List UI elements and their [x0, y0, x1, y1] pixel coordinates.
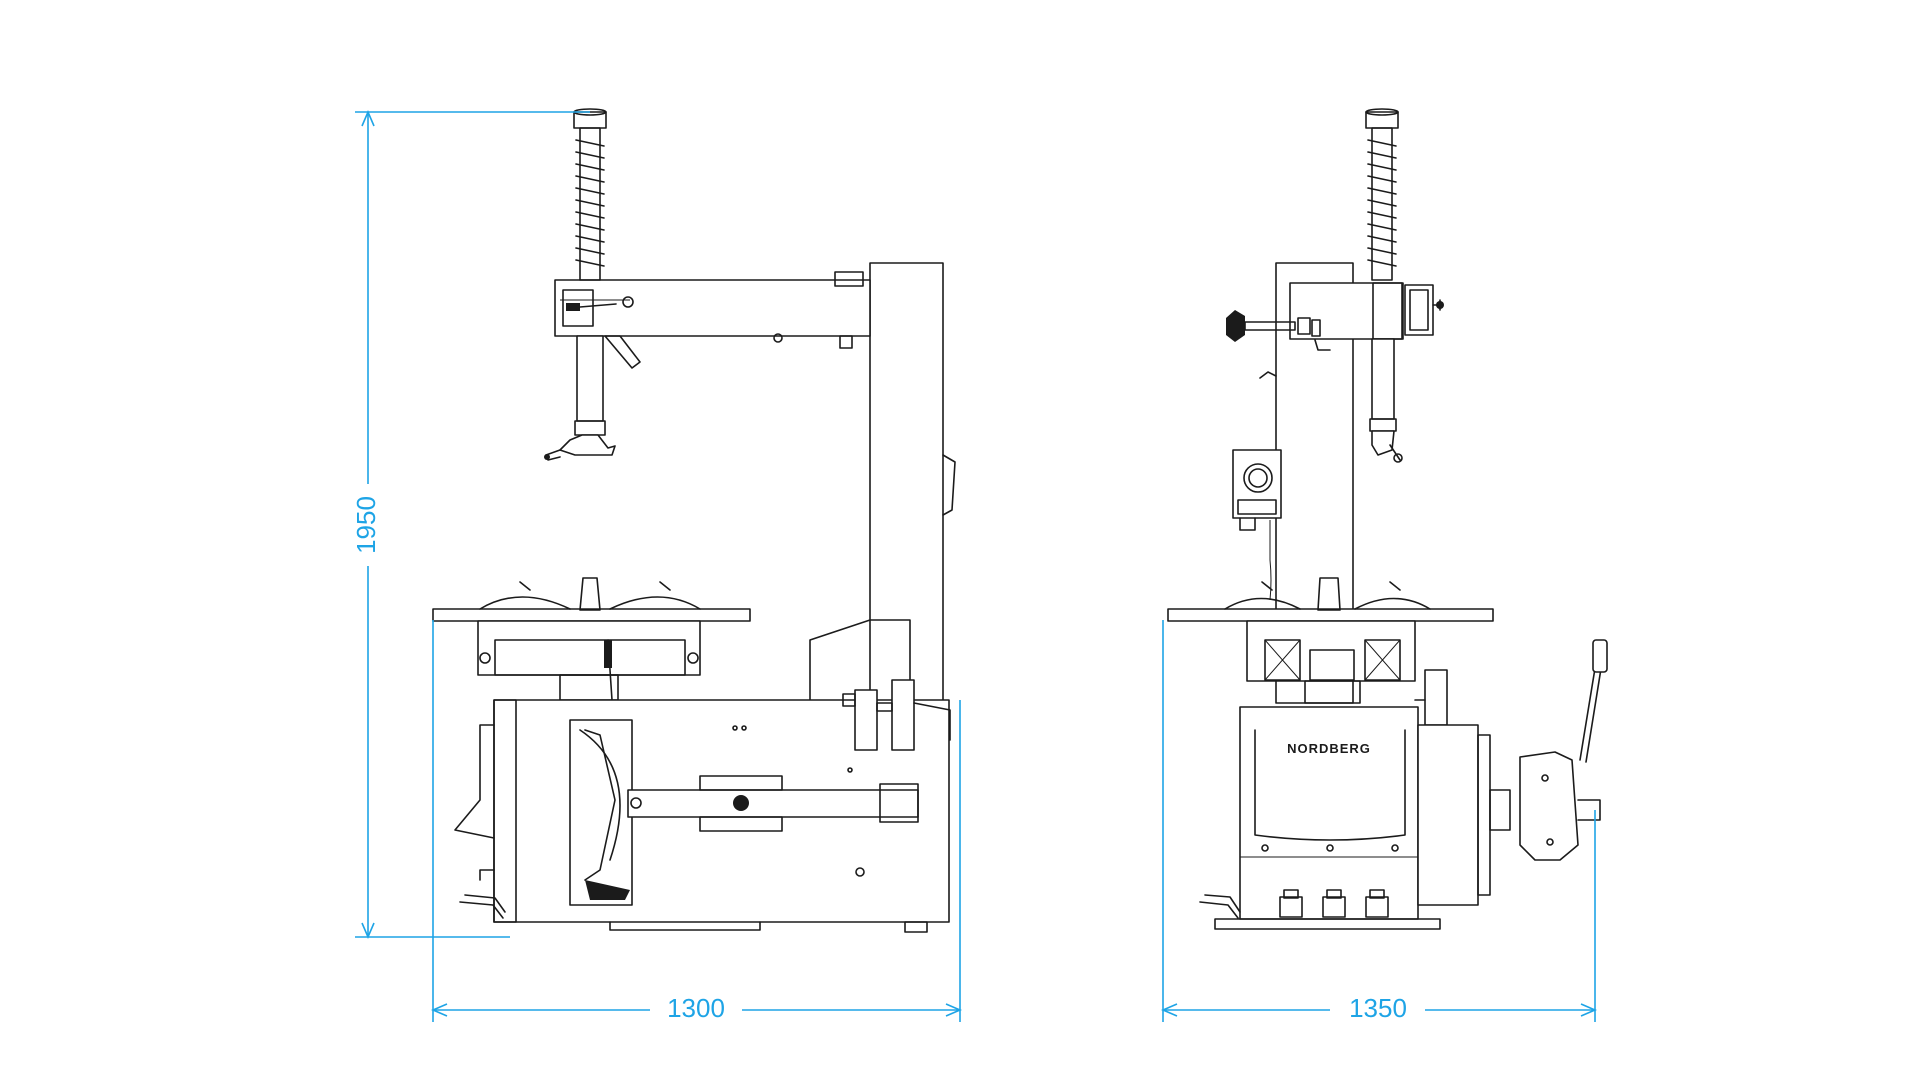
front-control-box — [1232, 449, 1282, 519]
pedal-valves — [1279, 889, 1389, 918]
width-front-label: 1350 — [1349, 993, 1407, 1023]
brand-logo-text: NORDBERG — [1287, 741, 1371, 756]
side-view — [432, 108, 956, 933]
width-side-label: 1300 — [667, 993, 725, 1023]
front-view: NORDBERG — [1167, 108, 1608, 930]
front-bead-breaker-paddle — [1519, 751, 1579, 861]
dimension-width-front: 1350 — [1160, 620, 1598, 1023]
side-horizontal-arm — [554, 279, 871, 337]
dimension-width-side: 1300 — [430, 620, 963, 1023]
front-base-cabinet — [1239, 706, 1419, 920]
height-label: 1950 — [351, 496, 381, 554]
side-column — [869, 262, 944, 704]
